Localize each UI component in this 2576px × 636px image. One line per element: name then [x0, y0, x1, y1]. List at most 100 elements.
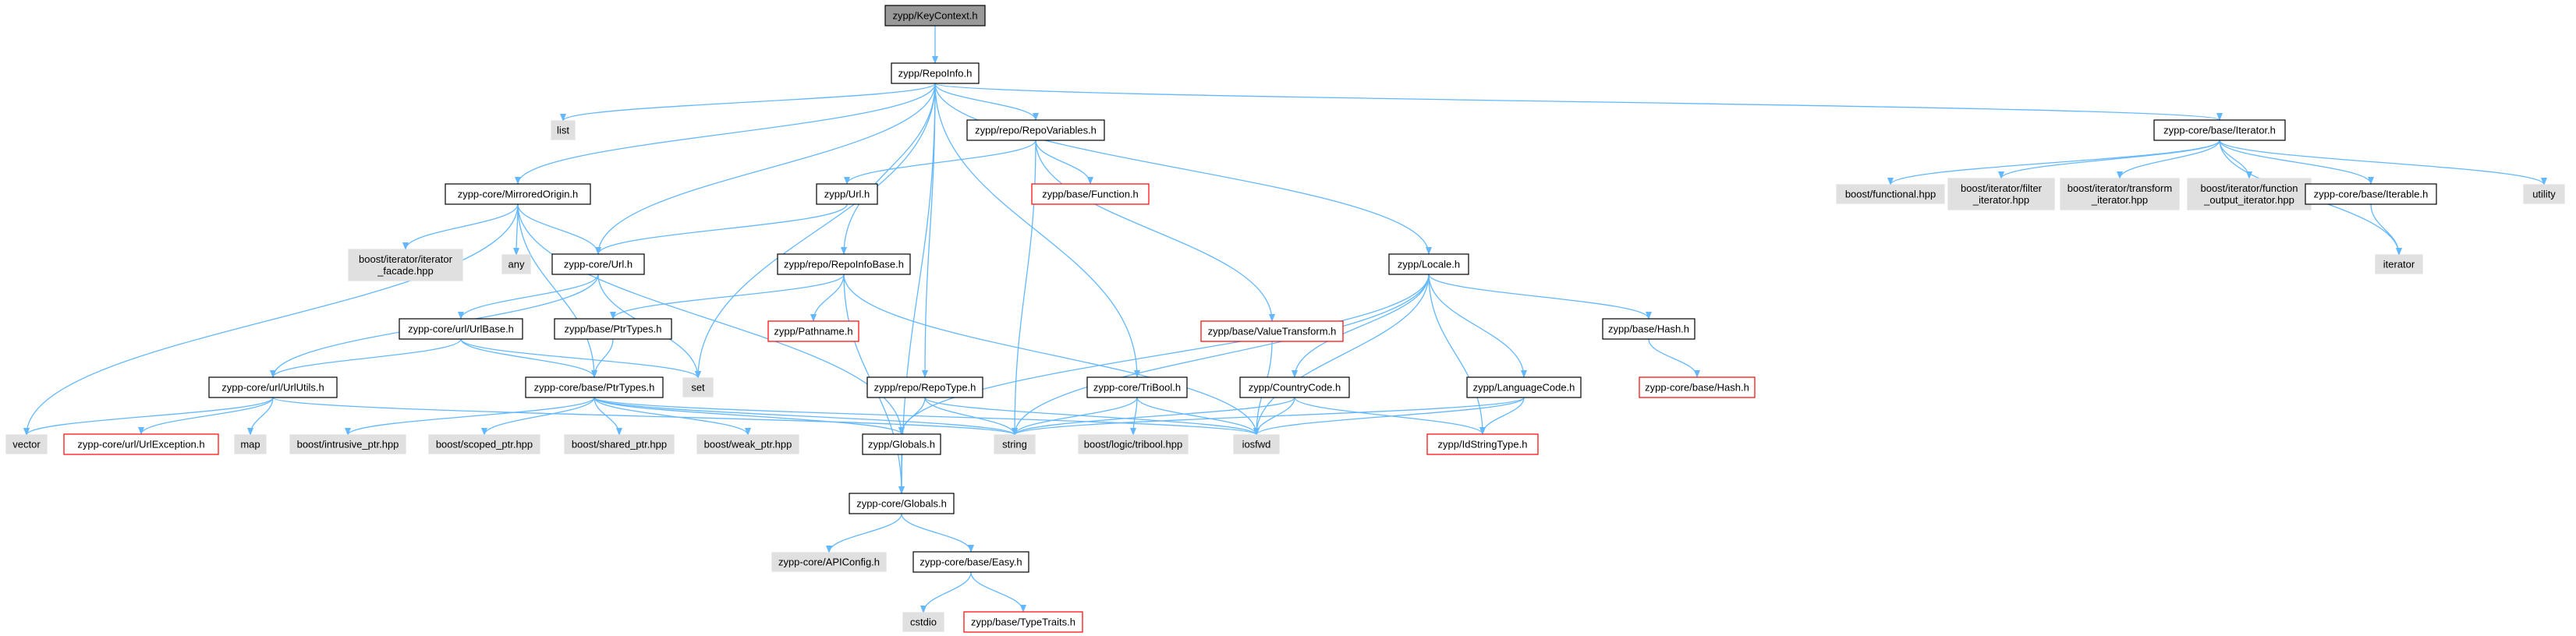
node-keycontext[interactable]: zypp/KeyContext.h	[884, 5, 986, 26]
node-label: zypp/Pathname.h	[774, 326, 852, 337]
edge-languagecode-to-idstring	[1479, 397, 1525, 435]
node-corehash[interactable]: zypp-core/base/Hash.h	[1639, 376, 1756, 398]
node-label: zypp-core/base/Hash.h	[1645, 382, 1749, 394]
node-typetraits[interactable]: zypp/base/TypeTraits.h	[963, 611, 1083, 633]
edge-locale-to-idstring	[1428, 274, 1486, 435]
node-label: zypp/base/PtrTypes.h	[564, 323, 661, 335]
edge-repoinfobase-to-bptrtypes	[610, 274, 845, 320]
edge-repovars-to-zyppurl	[844, 140, 1036, 185]
node-box	[428, 434, 540, 454]
node-label: zypp/KeyContext.h	[892, 10, 977, 22]
edge-baseiter-to-utility	[2219, 140, 2547, 186]
edge-basehash-to-corehash	[1648, 338, 1700, 378]
node-locale[interactable]: zypp/Locale.h	[1388, 253, 1469, 275]
node-baseiter[interactable]: zypp-core/base/Iterator.h	[2153, 119, 2286, 141]
node-box	[866, 376, 983, 398]
node-string: string	[994, 434, 1036, 454]
node-box	[2523, 184, 2565, 204]
edge-repoinfo-to-locale	[934, 83, 1432, 255]
node-box	[2187, 178, 2312, 210]
node-easy[interactable]: zypp-core/base/Easy.h	[912, 551, 1029, 573]
node-btransform: boost/iterator/transform_iterator.hpp	[2060, 178, 2180, 210]
node-box	[902, 612, 944, 632]
node-label: zypp-core/base/Iterable.h	[2314, 189, 2429, 200]
edge-coreglobals-to-easy	[901, 513, 974, 553]
node-function[interactable]: zypp/base/Function.h	[1031, 183, 1150, 205]
node-box	[2060, 178, 2180, 210]
edge-languagecode-to-string	[1012, 397, 1525, 436]
edge-locale-to-iosfwd	[1253, 274, 1430, 436]
edge-repovars-to-function	[1035, 140, 1093, 185]
edge-repoinfo-to-coreurl	[595, 83, 936, 255]
node-urlbase[interactable]: zypp-core/url/UrlBase.h	[399, 318, 523, 340]
node-box	[1602, 318, 1695, 340]
edge-coreptrtypes-to-bweak	[594, 397, 751, 436]
node-label: zypp-core/base/PtrTypes.h	[534, 382, 655, 394]
edge-mirrored-to-coreptrtypes	[517, 203, 597, 378]
edge-repoinfobase-to-iosfwd	[843, 274, 1260, 436]
node-valuetransform[interactable]: zypp/base/ValueTransform.h	[1200, 320, 1344, 342]
node-bfunctional: boost/functional.hpp	[1836, 184, 1945, 204]
node-box	[445, 183, 591, 205]
node-tribool[interactable]: zypp-core/TriBool.h	[1086, 376, 1188, 398]
edge-tribool-to-string	[1012, 397, 1138, 436]
edge-coreptrtypes-to-bintrusive	[345, 397, 595, 436]
node-vector: vector	[5, 434, 48, 454]
node-box	[682, 377, 714, 398]
node-label: boost/functional.hpp	[1845, 189, 1936, 200]
edge-coreurl-to-urlbase	[458, 274, 599, 320]
node-urlexception[interactable]: zypp-core/url/UrlException.h	[63, 433, 219, 455]
node-bweak: boost/weak_ptr.hpp	[696, 434, 799, 454]
node-zyppurl[interactable]: zypp/Url.h	[816, 183, 878, 205]
node-iterable[interactable]: zypp-core/base/Iterable.h	[2305, 183, 2437, 205]
node-mirrored[interactable]: zypp-core/MirroredOrigin.h	[445, 183, 591, 205]
node-label: zypp-core/url/UrlBase.h	[408, 323, 514, 335]
node-bfuncout: boost/iterator/function_output_iterator.…	[2187, 178, 2312, 210]
node-urlutils[interactable]: zypp-core/url/UrlUtils.h	[208, 376, 338, 398]
edge-urlutils-to-vector	[23, 397, 274, 436]
node-box	[1388, 253, 1469, 275]
node-basehash[interactable]: zypp/base/Hash.h	[1602, 318, 1695, 340]
node-label: zypp/base/Function.h	[1042, 189, 1139, 200]
node-label: boost/iterator/function	[2200, 182, 2298, 194]
node-box	[884, 5, 986, 26]
node-repoinfobase[interactable]: zypp/repo/RepoInfoBase.h	[777, 253, 911, 275]
node-coreurl[interactable]: zypp-core/Url.h	[551, 253, 645, 275]
node-label: zypp/repo/RepoVariables.h	[975, 125, 1097, 136]
edge-countrycode-to-idstring	[1294, 397, 1486, 435]
node-bptrtypes[interactable]: zypp/base/PtrTypes.h	[554, 318, 672, 340]
node-label: zypp/base/Hash.h	[1608, 323, 1689, 335]
node-bshared: boost/shared_ptr.hpp	[564, 434, 675, 454]
node-countrycode[interactable]: zypp/CountryCode.h	[1239, 376, 1350, 398]
node-pathname[interactable]: zypp/Pathname.h	[767, 320, 859, 342]
node-box	[771, 552, 887, 572]
edge-baseiter-to-bfilter	[1998, 140, 2220, 179]
node-label: zypp-core/url/UrlException.h	[77, 439, 204, 450]
node-box	[994, 434, 1036, 454]
node-coreglobals[interactable]: zypp-core/Globals.h	[849, 493, 955, 514]
edges-layer	[23, 25, 2547, 613]
edge-baseiter-to-btransform	[2117, 140, 2220, 179]
node-label: boost/weak_ptr.hpp	[704, 439, 792, 450]
edge-locale-to-languagecode	[1428, 274, 1527, 378]
node-repotype[interactable]: zypp/repo/RepoType.h	[866, 376, 983, 398]
node-label: vector	[12, 439, 41, 450]
node-box	[1466, 376, 1582, 398]
node-box	[564, 434, 675, 454]
node-label: iosfwd	[1242, 439, 1271, 450]
node-box	[1086, 376, 1188, 398]
node-repovars[interactable]: zypp/repo/RepoVariables.h	[966, 119, 1105, 141]
node-coreptrtypes[interactable]: zypp-core/base/PtrTypes.h	[525, 376, 664, 398]
edge-repoinfo-to-mirrored	[515, 83, 936, 185]
node-box	[1200, 320, 1344, 342]
node-label: boost/intrusive_ptr.hpp	[297, 439, 399, 450]
node-box	[2305, 183, 2437, 205]
node-label: _iterator.hpp	[2091, 194, 2148, 206]
node-languagecode[interactable]: zypp/LanguageCode.h	[1466, 376, 1582, 398]
edge-locale-to-basehash	[1428, 274, 1652, 320]
node-zyppglobals[interactable]: zypp/Globals.h	[862, 433, 941, 455]
node-idstring[interactable]: zypp/IdStringType.h	[1426, 433, 1539, 455]
node-repoinfo[interactable]: zypp/RepoInfo.h	[891, 62, 980, 84]
node-box	[862, 433, 941, 455]
